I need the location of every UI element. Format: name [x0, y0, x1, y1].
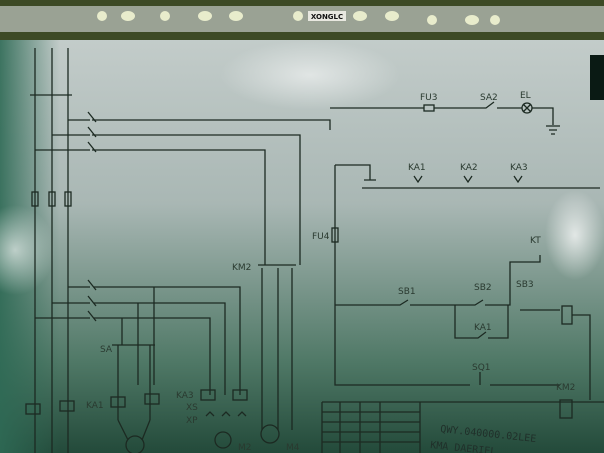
label-ka2: KA2 — [460, 163, 478, 173]
glare — [220, 40, 400, 110]
binder-holes — [97, 11, 500, 25]
binder-brand: XONGLC — [311, 13, 343, 21]
label-el: EL — [520, 91, 531, 101]
title-block — [321, 401, 604, 453]
dark-corner — [590, 55, 604, 100]
control-section — [330, 101, 600, 419]
power-section — [25, 48, 331, 453]
label-kt: KT — [530, 236, 541, 246]
label-ka3: KA3 — [510, 163, 528, 173]
label-sb2: SB2 — [474, 283, 492, 293]
label-sq: SQ1 — [472, 363, 491, 373]
label-sb3: SB3 — [516, 280, 534, 290]
label-m2: M2 — [238, 443, 252, 453]
label-ka1: KA1 — [408, 163, 426, 173]
label-sa2: SA2 — [480, 93, 498, 103]
label-fu4: FU4 — [312, 232, 330, 242]
label-xp: XP — [186, 416, 198, 426]
glare — [0, 205, 55, 295]
label-km2-coil: KM2 — [556, 383, 575, 393]
label-m4: M4 — [286, 443, 300, 453]
label-ka1-hold: KA1 — [474, 323, 492, 333]
label-ka1-coil: KA1 — [86, 401, 104, 411]
label-sa: SA — [100, 345, 113, 355]
glare — [545, 190, 604, 280]
label-fu3: FU3 — [420, 93, 438, 103]
label-sb1: SB1 — [398, 287, 416, 297]
binder-logo — [308, 11, 346, 21]
label-xs: XS — [186, 403, 198, 413]
label-km2-contacts: KM2 — [232, 263, 251, 273]
label-ka3-coil: KA3 — [176, 391, 194, 401]
